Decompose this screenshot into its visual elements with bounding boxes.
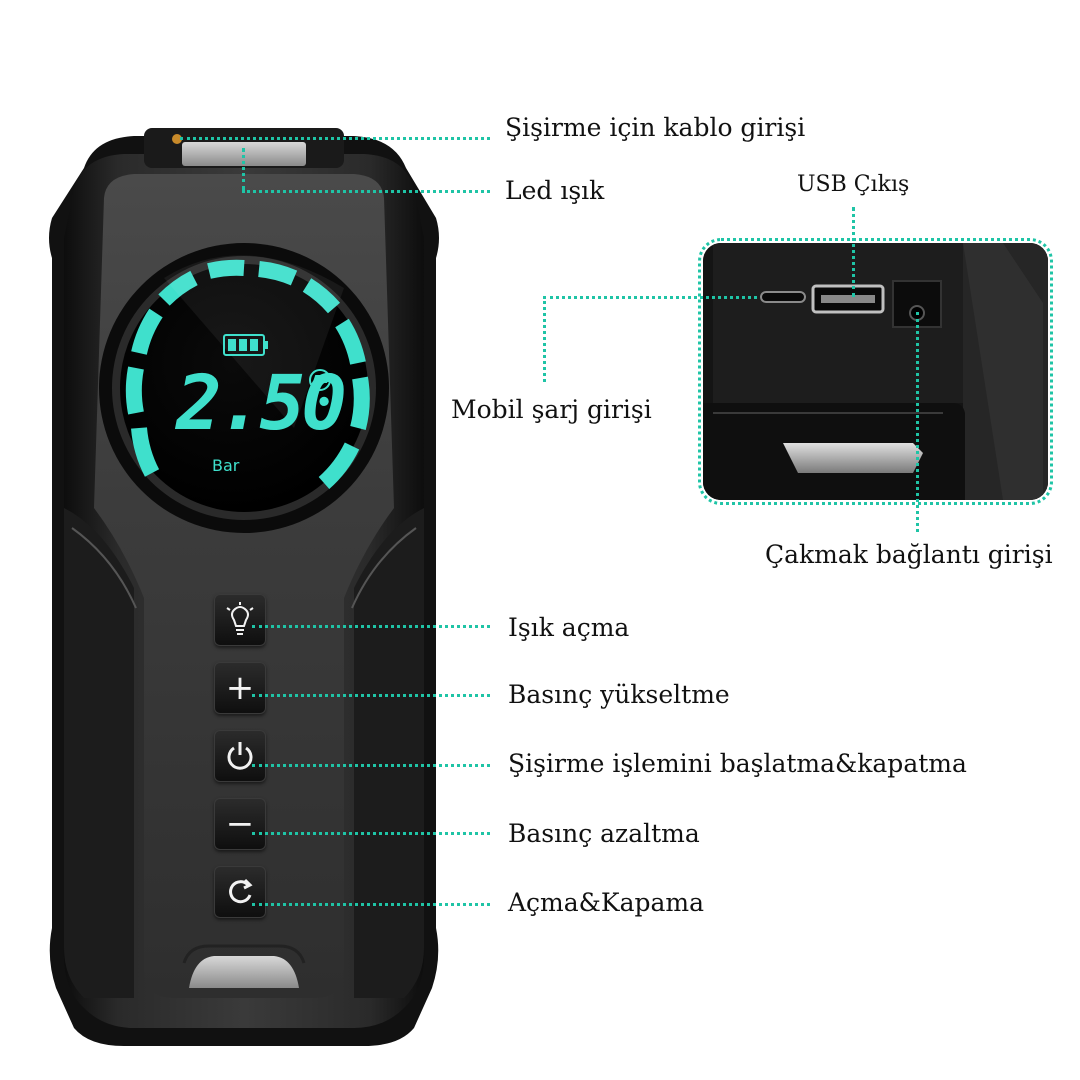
label-pressure-up: Basınç yükseltme	[508, 680, 730, 709]
callout-line	[252, 764, 490, 767]
callout-line	[916, 312, 919, 532]
ports-closeup-illustration	[703, 243, 1048, 500]
label-led-light: Led ışık	[505, 176, 605, 205]
callout-line	[252, 903, 490, 906]
power-button[interactable]	[214, 866, 266, 918]
pressure-gauge-arc	[125, 259, 370, 489]
label-mobile-charge-input: Mobil şarj girişi	[451, 395, 652, 424]
label-power-on-off: Açma&Kapama	[508, 888, 705, 917]
callout-line	[543, 296, 546, 382]
cycle-icon	[229, 878, 253, 904]
display-screen	[120, 264, 368, 512]
callout-line	[252, 625, 490, 628]
label-light-on: Işık açma	[508, 613, 630, 642]
pressure-down-button[interactable]: −	[214, 798, 266, 850]
micro-usb-port	[760, 291, 806, 303]
plus-icon: +	[225, 668, 255, 708]
label-lighter-input: Çakmak bağlantı girişi	[765, 540, 1053, 569]
minus-icon: −	[225, 804, 255, 844]
callout-line	[852, 207, 855, 297]
callout-line	[180, 137, 490, 140]
bulb-icon	[226, 602, 254, 635]
pressure-reading: 2.50	[176, 358, 347, 447]
inflation-port	[172, 134, 182, 144]
battery-icon	[223, 334, 268, 356]
pressure-up-button[interactable]: +	[214, 662, 266, 714]
tire-inflator-device	[49, 128, 439, 1046]
callout-line	[242, 190, 490, 193]
power-icon	[227, 742, 253, 770]
callout-line	[242, 148, 245, 190]
label-pressure-down: Basınç azaltma	[508, 819, 700, 848]
pressure-unit: Bar	[212, 456, 240, 475]
callout-line	[543, 296, 757, 299]
start-stop-button[interactable]	[214, 730, 266, 782]
car-icon	[309, 369, 331, 391]
callout-line	[252, 832, 490, 835]
callout-line	[252, 694, 490, 697]
label-start-stop-inflation: Şişirme işlemini başlatma&kapatma	[508, 749, 967, 778]
label-inflation-cable-input: Şişirme için kablo girişi	[505, 113, 806, 142]
ports-closeup	[698, 238, 1053, 505]
label-usb-output: USB Çıkış	[797, 172, 910, 197]
light-button[interactable]	[214, 594, 266, 646]
